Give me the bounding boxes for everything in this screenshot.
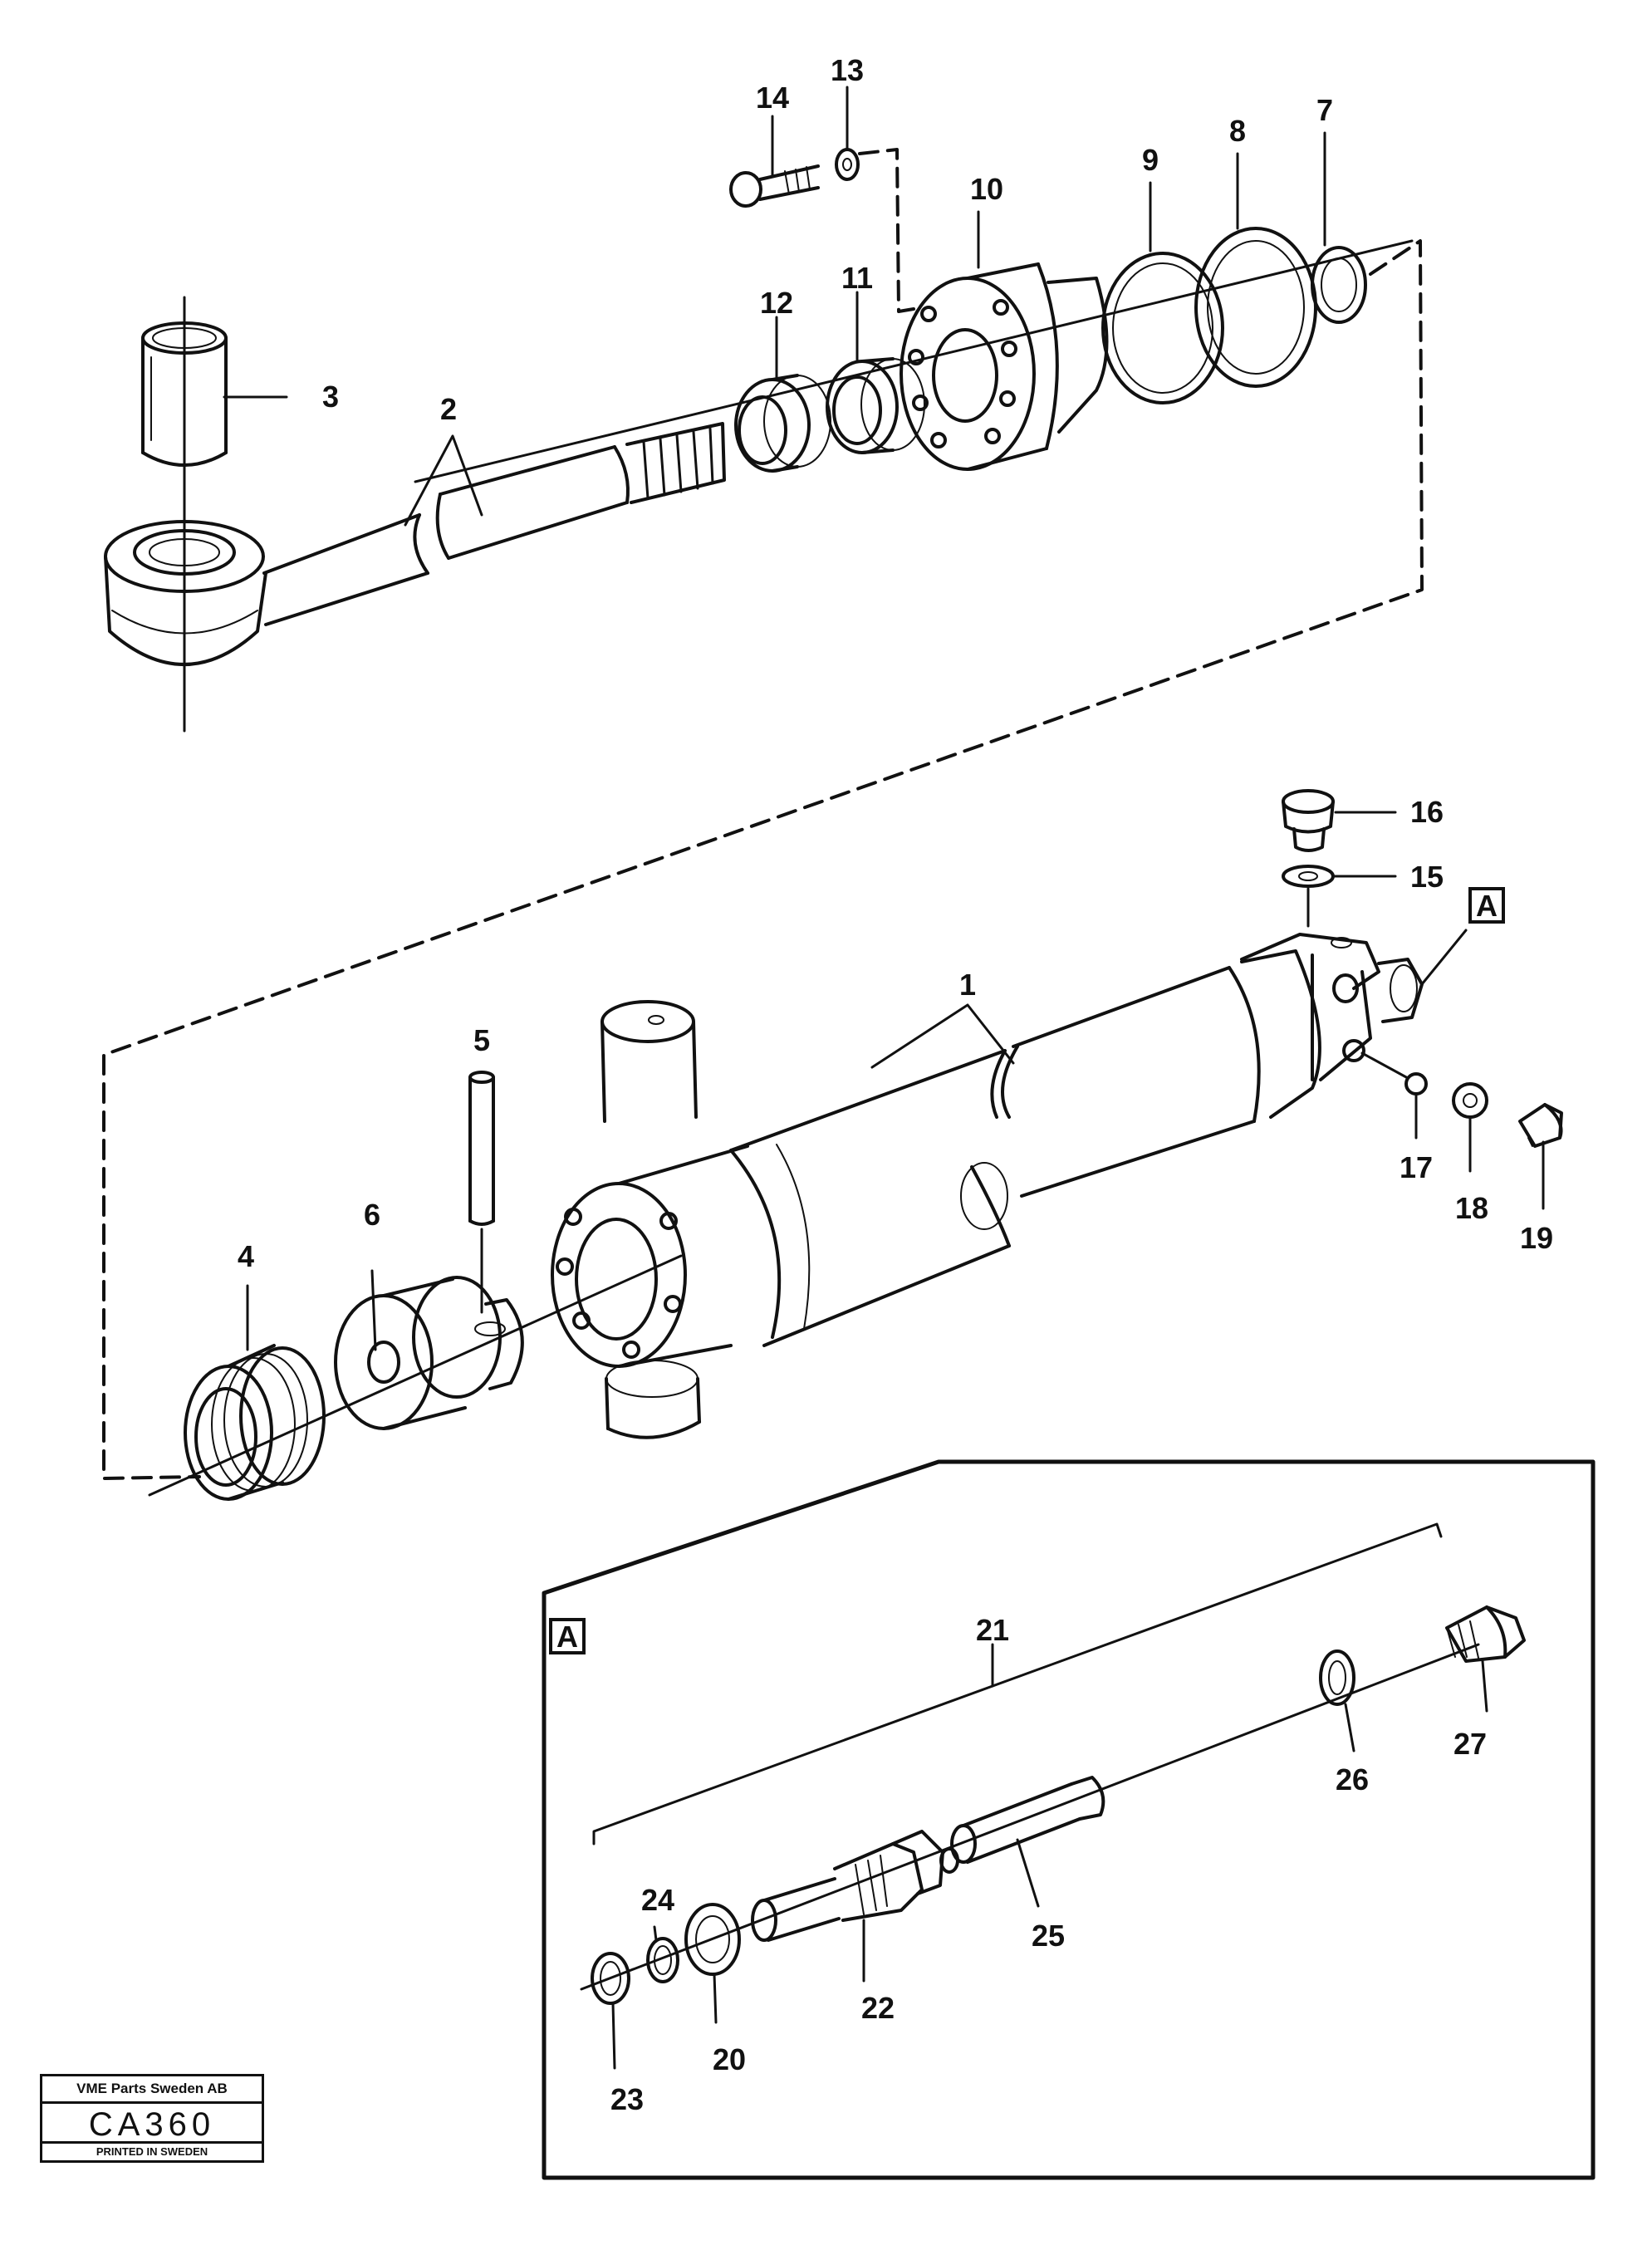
leader-lines: [223, 86, 1326, 1351]
detail-marker-panel-text: A: [556, 1620, 578, 1654]
seal-ring-26-part: [1319, 1649, 1355, 1752]
detail-marker-main-text: A: [1476, 889, 1498, 923]
sleeve-part: [950, 1776, 1105, 1908]
callout-14: 14: [756, 81, 789, 115]
bolt-16-part: [1282, 789, 1397, 852]
plug-19-part: [1518, 1103, 1563, 1210]
piston-rod-part: [262, 422, 726, 626]
detail-marker-main: A: [1468, 887, 1505, 924]
callout-12: 12: [760, 286, 793, 320]
stamp-code: CA360: [88, 2106, 216, 2143]
callout-1: 1: [959, 968, 976, 1002]
callout-9: 9: [1142, 143, 1159, 177]
roll-pin-part: [468, 1071, 495, 1314]
tube-axis-line: [148, 1254, 683, 1497]
washer-18-part: [1452, 1082, 1488, 1173]
washer-15-part: [1282, 865, 1397, 928]
rod-axis-line: [414, 239, 1414, 483]
callout-8: 8: [1229, 114, 1246, 148]
callout-21: 21: [976, 1613, 1009, 1647]
callout-24: 24: [641, 1883, 674, 1917]
callout-7: 7: [1316, 93, 1333, 127]
detail-a-panel: [542, 1459, 1596, 2180]
callout-16: 16: [1410, 795, 1444, 829]
plug-27-part: [1445, 1605, 1526, 1713]
callout-26: 26: [1336, 1762, 1369, 1796]
ring-7-part: [1311, 246, 1367, 324]
callout-6: 6: [364, 1198, 380, 1232]
callout-19: 19: [1520, 1221, 1553, 1255]
cylinder-tube-part: [551, 929, 1468, 1439]
assembly-dashed-lines: [102, 148, 1424, 1480]
stamp-printed: PRINTED IN SWEDEN: [42, 2141, 262, 2160]
callout-17: 17: [1400, 1150, 1433, 1184]
cylinder-head-part: [900, 262, 1109, 471]
ball-part: [1360, 1051, 1428, 1140]
callout-23: 23: [610, 2082, 644, 2116]
o-ring-9-part: [1101, 252, 1224, 404]
callout-15: 15: [1410, 860, 1444, 894]
callout-18: 18: [1455, 1191, 1488, 1225]
washer-13-part: [835, 148, 860, 181]
piston-part: [184, 1344, 326, 1501]
ring-23-part: [591, 1952, 630, 2070]
backup-ring-part: [1194, 227, 1317, 388]
screw-part: [729, 164, 820, 208]
callout-22: 22: [861, 1991, 895, 2025]
detail-marker-panel: A: [549, 1618, 586, 1654]
callout-3: 3: [322, 380, 339, 414]
seal-part: [826, 357, 925, 454]
guide-ring-part: [734, 374, 831, 473]
callout-20: 20: [713, 2042, 746, 2076]
callout-27: 27: [1453, 1727, 1487, 1761]
callout-13: 13: [831, 53, 864, 87]
ring-24-part: [646, 1925, 679, 1983]
stamp-company: VME Parts Sweden AB: [42, 2076, 262, 2104]
bushing-part: [141, 321, 228, 467]
callout-4: 4: [238, 1239, 254, 1273]
callout-5: 5: [473, 1023, 490, 1057]
rod-eye-part: [104, 520, 267, 666]
callout-labels: 1 2 3 4 5 6 7 8 9 10 11 12 13 14 15 16 1…: [238, 53, 1553, 2116]
valve-body-part: [751, 1830, 959, 1983]
callout-11: 11: [841, 261, 873, 295]
callout-2: 2: [440, 392, 457, 426]
callout-10: 10: [970, 172, 1003, 206]
parts-stamp: VME Parts Sweden AB CA360 PRINTED IN SWE…: [40, 2074, 264, 2163]
ring-20-part: [684, 1903, 741, 2024]
callout-25: 25: [1032, 1919, 1065, 1953]
piston-body-part: [334, 1276, 524, 1430]
